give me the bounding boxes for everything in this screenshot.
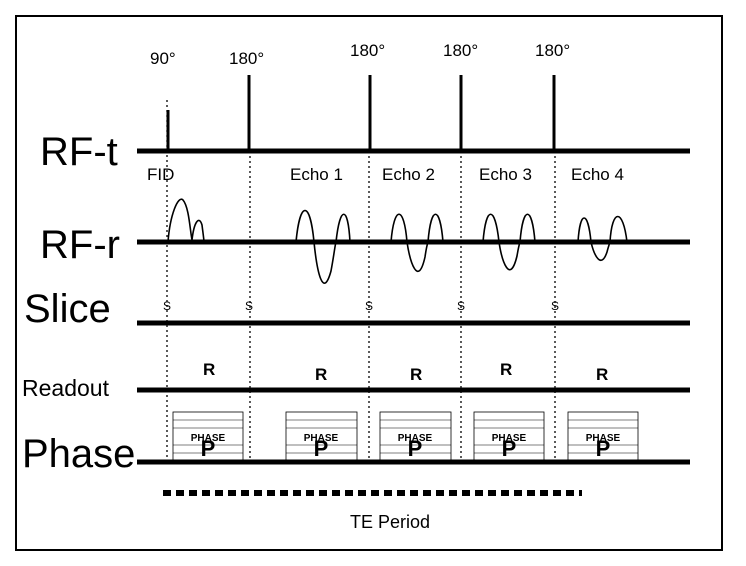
phase-block-label: PHASE (398, 433, 433, 444)
angle-label-4: 180° (443, 41, 478, 60)
echo-1-waveform (295, 209, 351, 284)
angle-label-5: 180° (535, 41, 570, 60)
angle-label-3: 180° (350, 41, 385, 60)
readout-marker-2: R (315, 365, 327, 384)
timing-lines (166, 100, 556, 462)
echo-2-waveform (390, 213, 444, 273)
row-label-phase: Phase (22, 432, 135, 476)
angle-label-2: 180° (229, 49, 264, 68)
row-label-readout: Readout (22, 375, 110, 401)
phase-block-letter: P (596, 436, 611, 461)
phase-block-label: PHASE (304, 433, 339, 444)
te-period-label: TE Period (350, 512, 430, 532)
slice-marker-5: S (551, 299, 559, 313)
row-label-slice: Slice (24, 287, 111, 331)
echo-3-waveform (482, 213, 536, 271)
signal-label-echo-1: Echo 1 (290, 165, 343, 184)
slice-marker-2: S (245, 299, 253, 313)
signal-label-echo-3: Echo 3 (479, 165, 532, 184)
signal-label-echo-4: Echo 4 (571, 165, 624, 184)
row-label-rf-t: RF-t (40, 130, 118, 174)
readout-marker-4: R (500, 360, 512, 379)
slice-marker-4: S (457, 299, 465, 313)
phase-block-1: PHASE P (172, 411, 244, 463)
phase-block-label: PHASE (191, 433, 226, 444)
phase-block-letter: P (314, 436, 329, 461)
phase-block-label: PHASE (586, 433, 621, 444)
phase-block-label: PHASE (492, 433, 527, 444)
readout-marker-1: R (203, 360, 215, 379)
fid-waveform (167, 198, 205, 243)
diagram-border (15, 15, 723, 551)
signal-label-fid: FID (147, 165, 174, 184)
slice-marker-3: S (365, 299, 373, 313)
slice-marker-1: S (163, 299, 171, 313)
phase-block-3: PHASE P (379, 411, 452, 463)
phase-block-letter: P (408, 436, 423, 461)
phase-block-2: PHASE P (285, 411, 358, 463)
phase-block-letter: P (201, 436, 216, 461)
phase-block-letter: P (502, 436, 517, 461)
row-label-rf-r: RF-r (40, 223, 120, 267)
angle-label-1: 90° (150, 49, 176, 68)
phase-block-4: PHASE P (473, 411, 545, 463)
readout-marker-5: R (596, 365, 608, 384)
readout-marker-3: R (410, 365, 422, 384)
phase-block-5: PHASE P (567, 411, 639, 463)
rf-r-waveforms (167, 198, 628, 284)
echo-4-waveform (577, 216, 628, 261)
signal-label-echo-2: Echo 2 (382, 165, 435, 184)
